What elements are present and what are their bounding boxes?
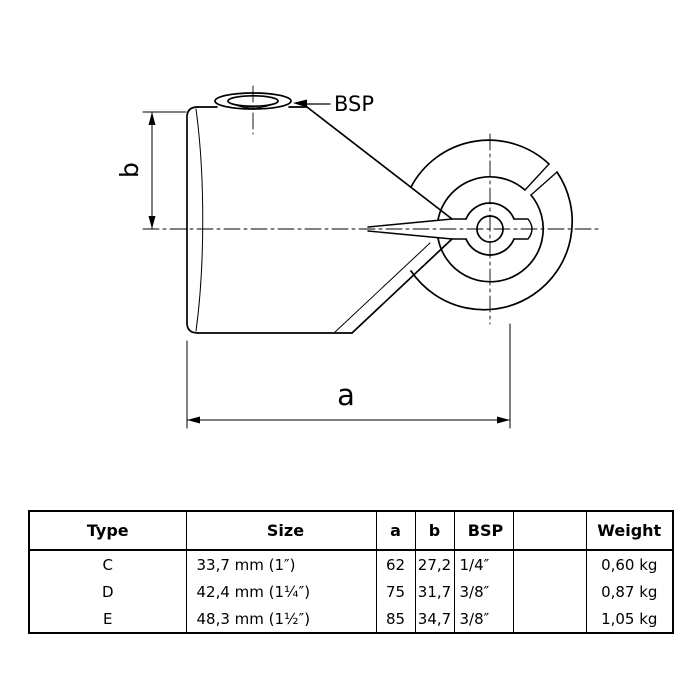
col-header-a: a bbox=[375, 511, 416, 551]
cell-weight: 1,05 kg bbox=[585, 605, 674, 633]
col-header-size: Size bbox=[185, 511, 377, 551]
center-hole-top bbox=[465, 202, 515, 220]
cell-empty bbox=[512, 578, 587, 605]
spec-table: Type Size a b BSP Weight C 33,7 mm (1″) … bbox=[28, 510, 674, 634]
dim-b-arrow-down bbox=[148, 216, 156, 229]
cell-b: 34,7 bbox=[414, 605, 455, 633]
clamp-ring bbox=[410, 139, 574, 311]
cell-size: 48,3 mm (1½″) bbox=[185, 605, 377, 633]
cell-b: 31,7 bbox=[414, 578, 455, 605]
ring-slot-line-2 bbox=[530, 171, 558, 196]
cell-type: E bbox=[28, 605, 187, 633]
dim-a-arrow-right bbox=[497, 416, 510, 424]
bsp-boss-depth bbox=[229, 102, 277, 109]
col-header-bsp: BSP bbox=[453, 511, 514, 551]
cell-type: D bbox=[28, 578, 187, 605]
cell-b: 27,2 bbox=[414, 550, 455, 578]
table-row: D 42,4 mm (1¼″) 75 31,7 3/8″ 0,87 kg bbox=[28, 578, 674, 605]
col-header-empty bbox=[512, 511, 587, 551]
bsp-arrowhead bbox=[293, 99, 307, 108]
ring-outer-arc-main bbox=[410, 171, 574, 311]
clamp-slit bbox=[367, 218, 467, 240]
dim-b-label: b bbox=[115, 162, 144, 178]
bsp-label: BSP bbox=[334, 92, 374, 116]
ring-outer-arc-top bbox=[410, 139, 550, 188]
col-header-b: b bbox=[414, 511, 455, 551]
fitting-technical-drawing: BSP b a bbox=[115, 85, 601, 429]
cell-size: 42,4 mm (1¼″) bbox=[185, 578, 377, 605]
centerlines bbox=[142, 85, 601, 325]
bsp-pointer bbox=[293, 99, 331, 108]
cylinder-body bbox=[186, 92, 453, 334]
cell-type: C bbox=[28, 550, 187, 578]
cell-a: 85 bbox=[375, 605, 416, 633]
table-row: C 33,7 mm (1″) 62 27,2 1/4″ 0,60 kg bbox=[28, 550, 674, 578]
cell-bsp: 1/4″ bbox=[453, 550, 514, 578]
cell-empty bbox=[512, 550, 587, 578]
table-header-row: Type Size a b BSP Weight bbox=[28, 511, 674, 551]
dim-a-arrow-left bbox=[187, 416, 200, 424]
cell-bsp: 3/8″ bbox=[453, 578, 514, 605]
cell-weight: 0,60 kg bbox=[585, 550, 674, 578]
ring-slot-line-1 bbox=[524, 163, 550, 191]
table-row: E 48,3 mm (1½″) 85 34,7 3/8″ 1,05 kg bbox=[28, 605, 674, 633]
col-header-type: Type bbox=[28, 511, 187, 551]
center-bore bbox=[476, 215, 504, 243]
dimension-b bbox=[142, 111, 187, 230]
col-header-weight: Weight bbox=[585, 511, 674, 551]
bsp-boss-bore bbox=[227, 94, 279, 108]
cone-bottom-inner bbox=[333, 242, 431, 334]
cell-size: 33,7 mm (1″) bbox=[185, 550, 377, 578]
cell-a: 62 bbox=[375, 550, 416, 578]
cell-empty bbox=[512, 605, 587, 633]
ring-hub-arc-main bbox=[437, 194, 545, 283]
dim-b-arrow-up bbox=[148, 112, 156, 125]
bsp-boss-rim bbox=[214, 92, 292, 110]
cell-a: 75 bbox=[375, 578, 416, 605]
cell-bsp: 3/8″ bbox=[453, 605, 514, 633]
cone-top-edge bbox=[306, 106, 453, 220]
cone-bottom-edge bbox=[351, 238, 453, 334]
cylinder-left-end bbox=[186, 106, 199, 334]
dim-a-label: a bbox=[337, 378, 355, 412]
dimension-a bbox=[186, 323, 511, 429]
cell-weight: 0,87 kg bbox=[585, 578, 674, 605]
center-hole-bottom bbox=[465, 238, 515, 256]
ring-hub-arc-top bbox=[437, 176, 526, 221]
keyhole-right-slot bbox=[513, 218, 533, 240]
cylinder-end-face bbox=[195, 108, 204, 332]
